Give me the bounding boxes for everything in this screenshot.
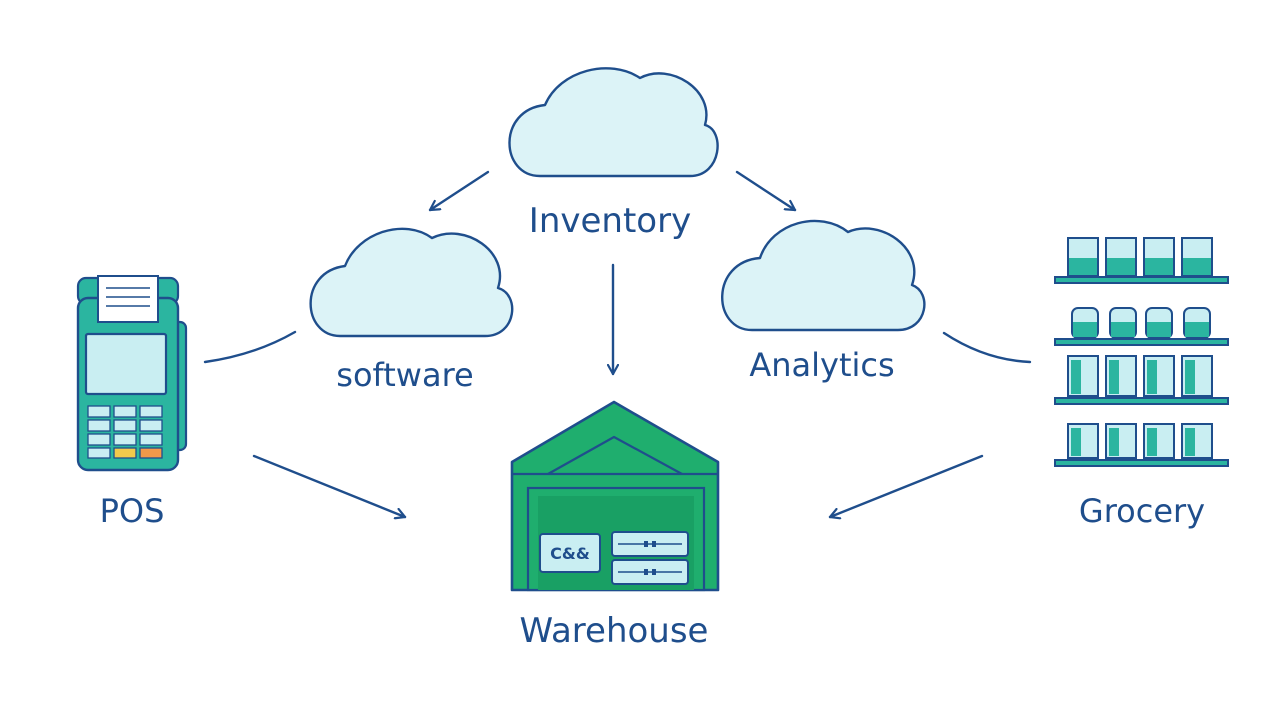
arrow-inventory-to-software (428, 170, 490, 212)
analytics-node: Analytics (721, 219, 926, 384)
connectors (203, 170, 1032, 517)
software-node: software (309, 227, 514, 394)
cloud-icon (721, 219, 926, 332)
analytics-label: Analytics (749, 346, 894, 384)
connector-analytics-grocery (942, 331, 1032, 364)
cloud-icon (508, 67, 719, 178)
inventory-label: Inventory (529, 201, 691, 241)
grocery-label: Grocery (1079, 492, 1205, 530)
warehouse-node: C&& Warehouse (510, 400, 720, 651)
connector-pos-software (203, 330, 297, 364)
warehouse-icon: C&& (510, 400, 720, 592)
store-shelves-icon (1054, 237, 1229, 467)
warehouse-label: Warehouse (520, 611, 709, 651)
pos-label: POS (100, 492, 165, 530)
software-label: software (336, 356, 473, 394)
warehouse-box-label: C&& (550, 544, 590, 563)
cloud-icon (309, 227, 514, 338)
inventory-node: Inventory (508, 67, 719, 241)
arrow-pos-to-warehouse (252, 454, 407, 517)
arrow-inventory-to-analytics (735, 170, 797, 212)
pos-terminal-icon (76, 275, 188, 472)
grocery-node: Grocery (1054, 237, 1229, 530)
pos-node: POS (76, 275, 188, 530)
arrow-grocery-to-warehouse (828, 454, 984, 517)
